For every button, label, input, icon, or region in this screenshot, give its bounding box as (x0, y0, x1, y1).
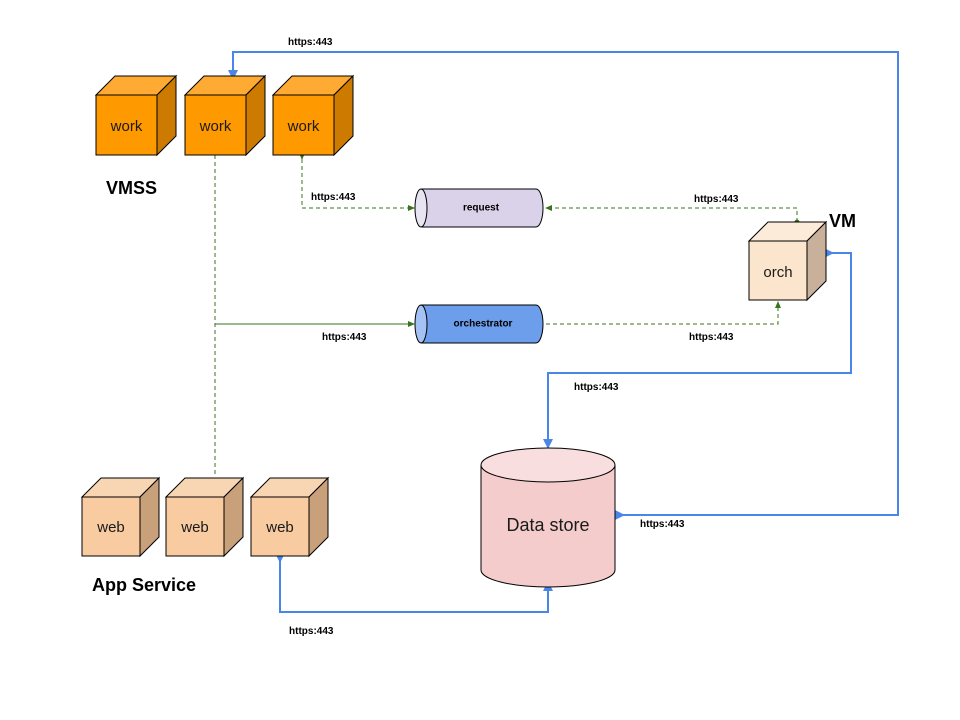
data-store[interactable]: Data store (480, 447, 616, 588)
work-node-3-label: work (287, 118, 320, 135)
edge-label-datastore-to-work: https:443 (288, 37, 333, 48)
orchestrator-queue-label: orchestrator (454, 319, 513, 330)
web-node-3-label: web (265, 519, 294, 536)
web-node-1[interactable]: web (80, 476, 161, 558)
edge-orch-to-request (545, 205, 800, 225)
work-node-2[interactable]: work (183, 74, 267, 157)
request-queue[interactable]: request (414, 188, 544, 228)
work-node-1-label: work (110, 118, 143, 135)
orch-node-label: orch (763, 264, 792, 281)
app-service-group-label: App Service (92, 575, 196, 595)
web-node-2-label: web (180, 519, 209, 536)
edge-label-orch-to-request: https:443 (694, 194, 739, 205)
orchestrator-queue[interactable]: orchestrator (414, 304, 544, 344)
edge-label-orch-to-datastore: https:443 (574, 382, 619, 393)
vmss-group-label: VMSS (106, 178, 157, 198)
edge-label-work-to-orchestrator: https:443 (322, 332, 367, 343)
vm-group-label: VM (829, 211, 856, 231)
data-store-label: Data store (506, 515, 589, 535)
orch-node[interactable]: orch (747, 220, 828, 302)
edge-datastore-to-work (228, 51, 899, 520)
work-node-3[interactable]: work (271, 74, 355, 157)
edge-work-to-request (299, 153, 415, 211)
web-node-2[interactable]: web (164, 476, 245, 558)
edge-label-work-to-request: https:443 (311, 192, 356, 203)
edge-orchestrator-to-orch (546, 301, 781, 325)
work-node-2-label: work (199, 118, 232, 135)
edge-label-web-to-datastore: https:443 (289, 626, 334, 637)
web-node-3[interactable]: web (249, 476, 330, 558)
request-queue-label: request (463, 203, 500, 214)
work-node-1[interactable]: work (94, 74, 178, 157)
edge-label-datastore-right: https:443 (640, 519, 685, 530)
edge-label-orchestrator-to-orch: https:443 (689, 332, 734, 343)
web-node-1-label: web (96, 519, 125, 536)
edge-web-to-datastore (275, 553, 553, 613)
edge-orch-to-datastore (543, 248, 852, 449)
